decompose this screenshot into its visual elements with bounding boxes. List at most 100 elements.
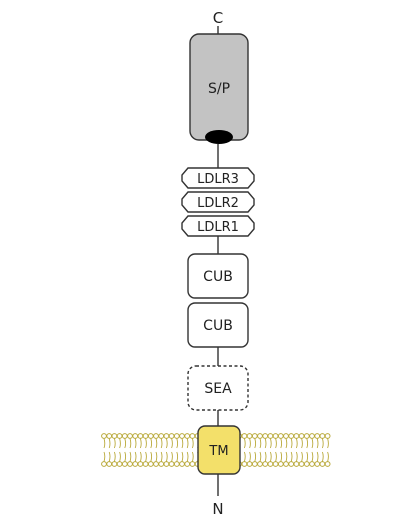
lipid-head [133,434,138,439]
lipid-tail [156,452,157,462]
lipid-head [310,462,315,467]
lipid-head [247,462,252,467]
cub-upper-label: CUB [203,269,233,285]
lipid-tail [250,438,251,448]
lipid-tail [270,438,271,448]
lipid-head [107,434,112,439]
lipid-head [289,462,294,467]
lipid-tail [286,452,287,462]
lipid-tail [328,438,329,448]
lipid-tail [296,452,297,462]
lipid-tail [182,438,183,448]
lipid-tail [135,438,136,448]
lipid-head [174,434,179,439]
lipid-tail [140,438,141,448]
lipid-tail [109,438,110,448]
lipid-tail [130,438,131,448]
lipid-head [320,462,325,467]
activation-site [205,130,233,144]
lipid-tail [104,438,105,448]
lipid-head [263,434,268,439]
n-terminus-label: N [212,500,223,518]
lipid-head [294,462,299,467]
lipid-tail [307,452,308,462]
lipid-tail [322,438,323,448]
lipid-tail [130,452,131,462]
lipid-tail [172,438,173,448]
lipid-tail [151,452,152,462]
lipid-tail [140,452,141,462]
lipid-head [325,434,330,439]
lipid-tail [166,452,167,462]
lipid-head [164,462,169,467]
lipid-head [273,462,278,467]
lipid-tail [114,438,115,448]
serine-protease-label: S/P [208,81,230,97]
lipid-head [117,434,122,439]
lipid-head [263,462,268,467]
lipid-tail [187,452,188,462]
lipid-tail [125,438,126,448]
lipid-head [143,462,148,467]
lipid-head [180,462,185,467]
lipid-tail [120,438,121,448]
lipid-head [122,434,127,439]
lipid-tail [151,438,152,448]
lipid-tail [265,438,266,448]
lipid-head [164,434,169,439]
lipid-head [154,434,159,439]
lipid-tail [177,438,178,448]
sea-label: SEA [204,381,232,397]
lipid-head [174,462,179,467]
lipid-head [102,462,107,467]
lipid-head [112,434,117,439]
lipid-head [169,434,174,439]
lipid-head [128,462,133,467]
lipid-head [315,434,320,439]
lipid-head [242,462,247,467]
lipid-head [169,462,174,467]
lipid-head [299,462,304,467]
lipid-tail [104,452,105,462]
lipid-head [252,462,257,467]
ldlr2-label: LDLR2 [197,196,239,211]
lipid-tail [317,452,318,462]
lipid-head [252,434,257,439]
transmembrane-label: TM [208,444,228,459]
lipid-tail [161,438,162,448]
lipid-tail [291,438,292,448]
lipid-head [154,462,159,467]
lipid-tail [302,438,303,448]
lipid-tail [109,452,110,462]
lipid-tail [192,438,193,448]
lipid-tail [291,452,292,462]
lipid-head [138,434,143,439]
lipid-head [122,462,127,467]
lipid-tail [281,438,282,448]
cub-lower-label: CUB [203,318,233,334]
lipid-head [128,434,133,439]
lipid-head [112,462,117,467]
lipid-head [185,434,190,439]
lipid-tail [317,438,318,448]
ldlr3-label: LDLR3 [197,172,239,187]
lipid-head [258,462,263,467]
lipid-tail [187,438,188,448]
lipid-tail [312,452,313,462]
lipid-head [180,434,185,439]
lipid-head [278,462,283,467]
c-terminus-label: C [213,9,223,27]
lipid-head [304,462,309,467]
lipid-head [258,434,263,439]
lipid-head [325,462,330,467]
lipid-tail [192,452,193,462]
lipid-tail [161,452,162,462]
lipid-head [242,434,247,439]
lipid-head [148,462,153,467]
lipid-head [102,434,107,439]
lipid-tail [146,438,147,448]
lipid-head [294,434,299,439]
lipid-head [278,434,283,439]
